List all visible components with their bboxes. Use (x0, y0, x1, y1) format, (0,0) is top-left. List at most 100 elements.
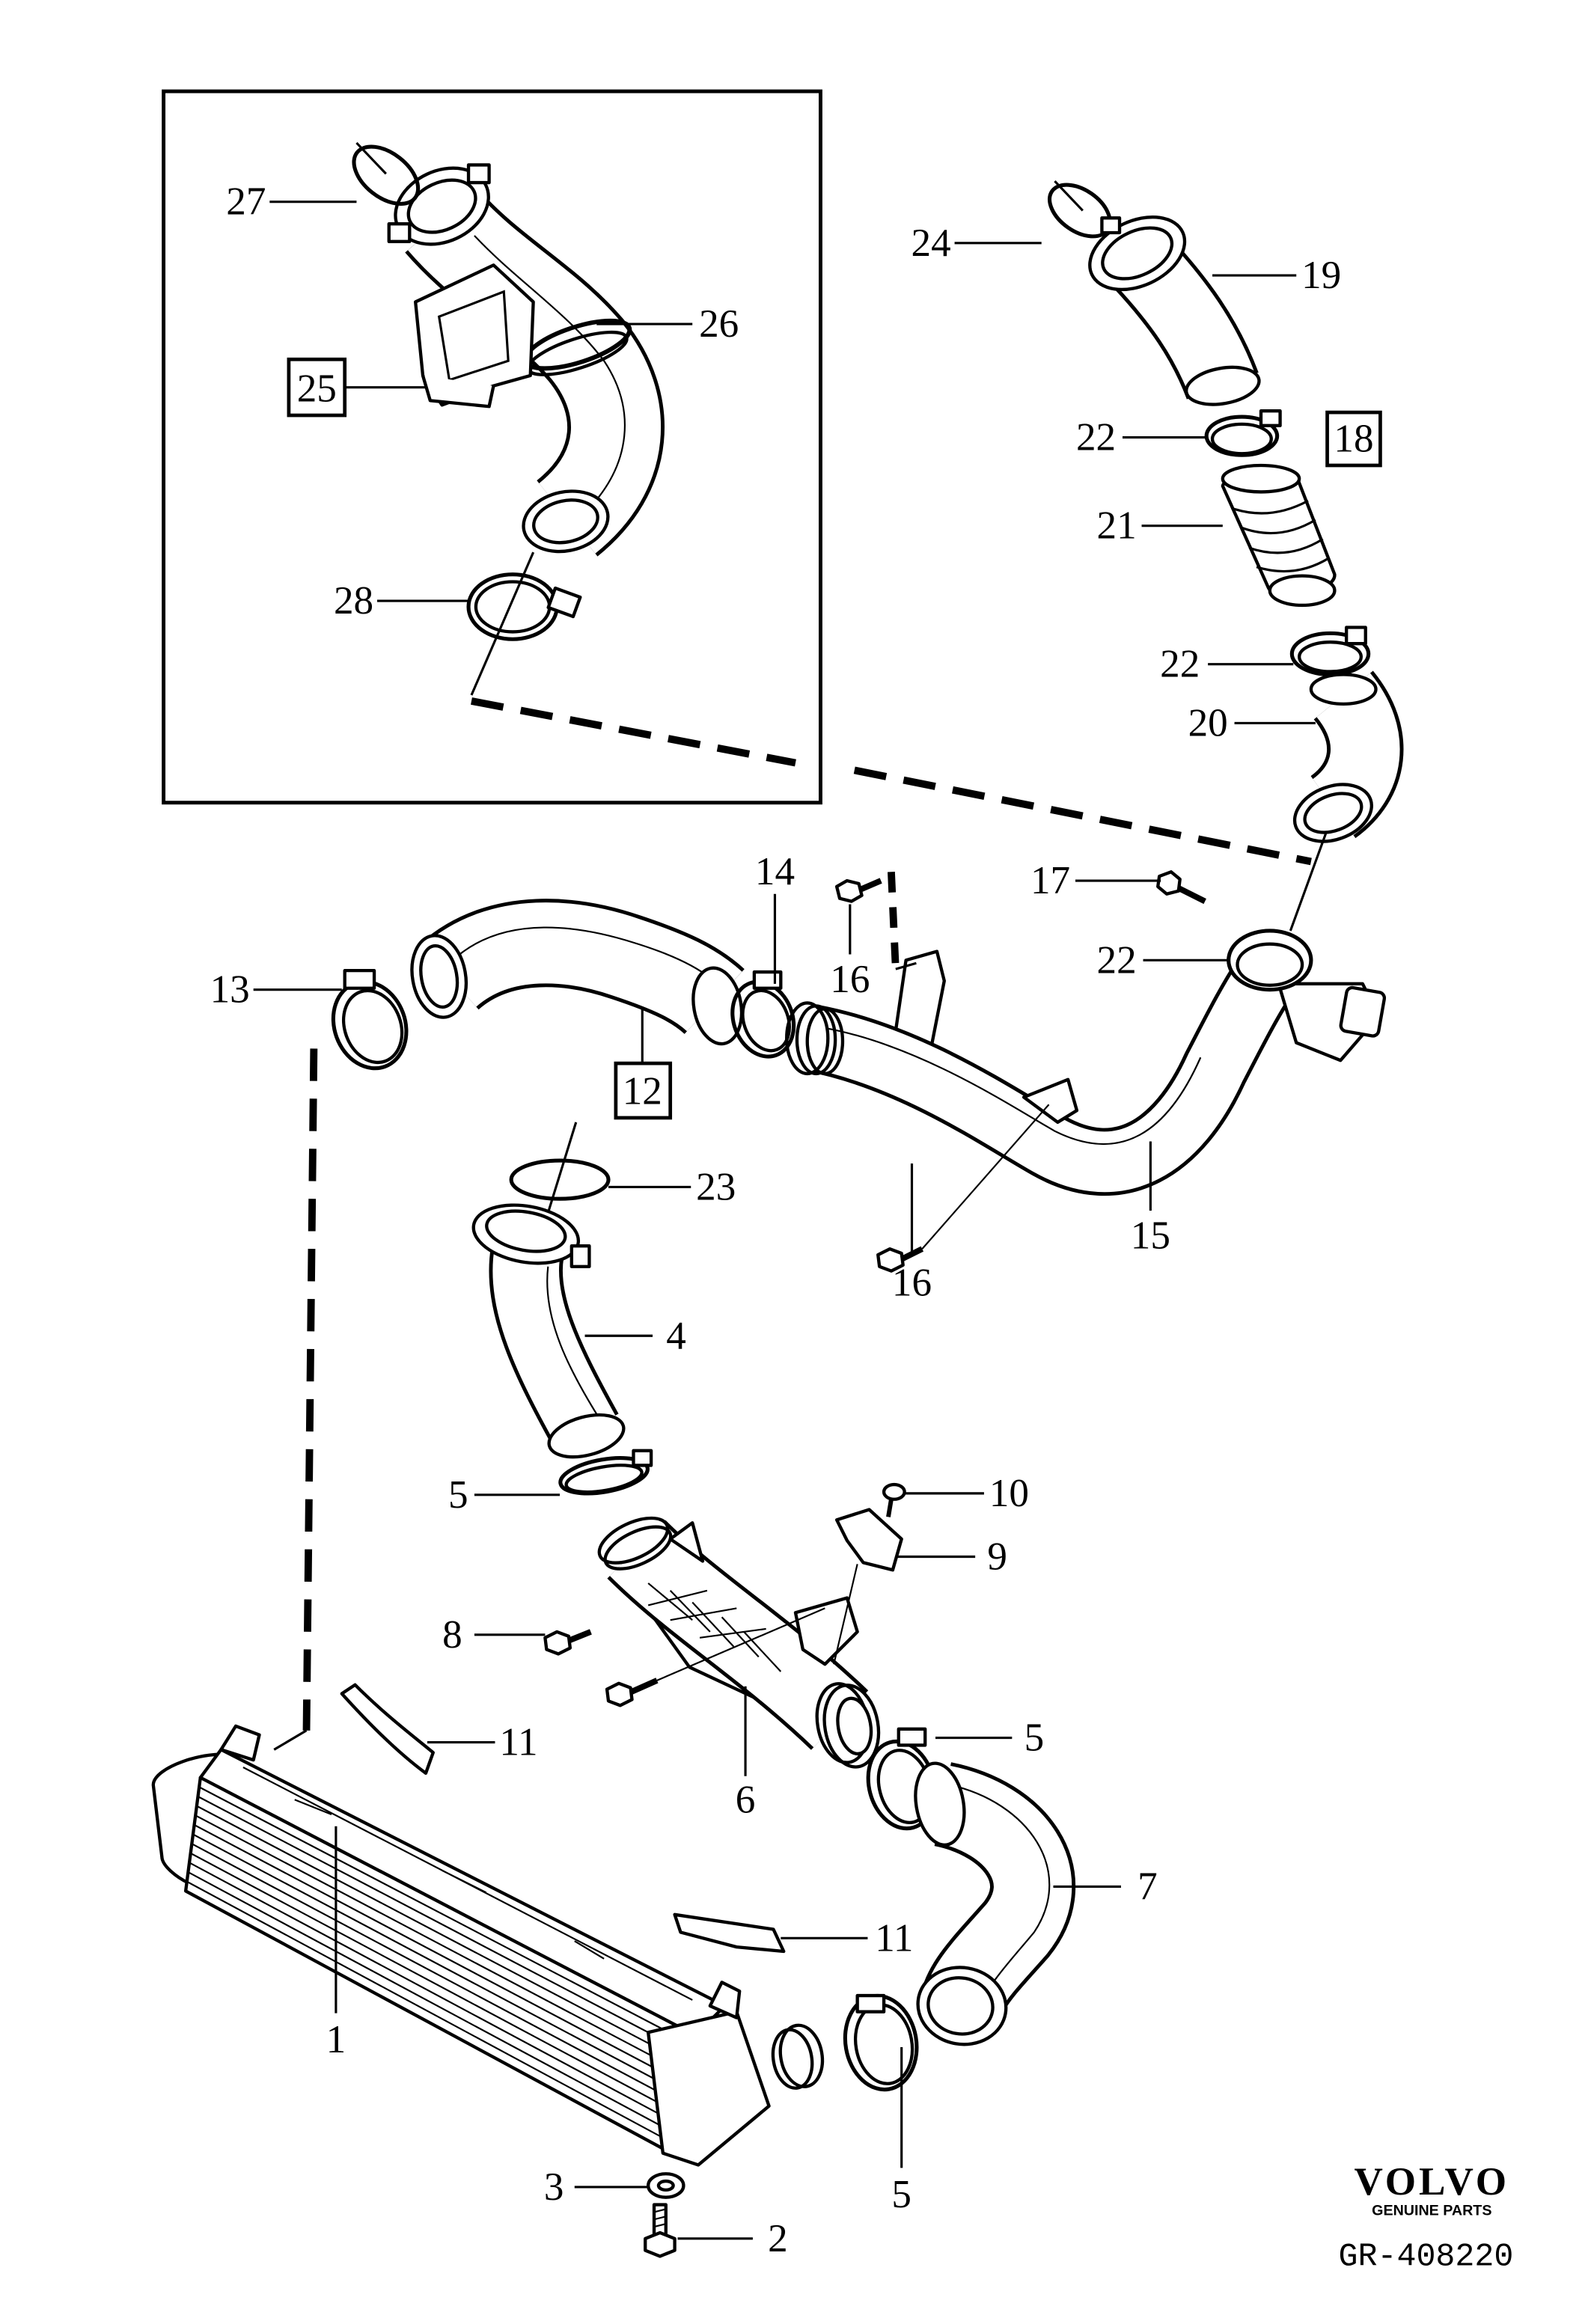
part-25-resonator (414, 263, 535, 409)
part-1-intercooler (151, 1724, 825, 2167)
hose-20-top-end (1309, 673, 1378, 706)
callout-6: 6 (736, 1778, 756, 1821)
callout-28: 28 (334, 579, 373, 623)
part-6-pipe (597, 1516, 881, 1769)
intercooler-fin (192, 1833, 681, 2094)
bolt-8-shank (567, 1629, 592, 1644)
bolt-6-head (605, 1681, 634, 1707)
o-ring-27 (352, 144, 421, 206)
bolt-2-threads (653, 2208, 667, 2228)
bolt-16-upper-shank (859, 878, 882, 893)
pipe-15-sensor (1339, 985, 1387, 1038)
clamp-22-upper-latch (1259, 409, 1282, 428)
connector-thin (1289, 833, 1328, 932)
callout-5-bottom: 5 (891, 2173, 911, 2216)
bellows-ridge (1248, 538, 1324, 554)
part-20-hose (1292, 670, 1404, 843)
part-27-o-ring (352, 141, 421, 206)
clamp-22-middle-latch (1344, 626, 1367, 646)
pipe-15-thread (805, 1007, 845, 1076)
pipe-6-body (609, 1522, 866, 1748)
callout-5-right: 5 (1024, 1716, 1045, 1760)
callout-labels: 27 26 25 28 24 19 22 18 21 22 20 17 14 1… (210, 180, 1374, 2260)
part-23-o-ring (509, 1122, 611, 1223)
connector-thin (273, 1729, 308, 1751)
callout-15: 15 (1131, 1214, 1170, 1257)
o-ring-23 (509, 1158, 611, 1201)
pipe-15-thread (795, 1004, 837, 1076)
part-22-clamp-middle (1289, 626, 1371, 677)
part-7-hose (914, 1761, 1076, 2046)
intercooler-fin (187, 1871, 671, 2132)
part-22-clamp-lower (1227, 929, 1313, 992)
part-5-clamp-right (866, 1727, 937, 1831)
callout-11-upper: 11 (499, 1721, 537, 1764)
clamp-5-right-latch (897, 1727, 927, 1747)
part-6-bolt (605, 1607, 825, 1707)
part-8-bolt (543, 1629, 592, 1656)
part-12-hose (410, 899, 745, 1046)
clamp-5-upper-inner (564, 1464, 644, 1494)
part-13-clamp (331, 968, 409, 1071)
hose-12-left-opening (419, 944, 459, 1009)
pipe-15-shade (825, 1027, 1202, 1146)
intercooler-fin (195, 1814, 686, 2075)
pipe-19-bottom-end (1185, 365, 1261, 406)
callout-16-upper: 16 (830, 958, 870, 1001)
callout-17: 17 (1030, 859, 1070, 902)
intercooler-outlet-thread (771, 2028, 814, 2090)
screw-10-head (882, 1482, 906, 1501)
pipe-26-clip-right (466, 163, 491, 185)
hose-7-top-end (914, 1761, 966, 1847)
bolt-6-guide (656, 1607, 825, 1681)
logo-tagline: GENUINE PARTS (1372, 2202, 1491, 2218)
connector-dashed (853, 766, 1312, 866)
clamp-14-inner (741, 988, 791, 1053)
intercooler-right-tank (647, 2010, 771, 2167)
pipe-6-top-thread (597, 1516, 670, 1565)
hose-12-right-end (691, 966, 744, 1046)
intercooler-bracket-left (219, 1724, 261, 1762)
callout-20: 20 (1188, 701, 1228, 744)
bellows-top-collar (1221, 463, 1301, 494)
callout-18: 18 (1334, 418, 1373, 461)
callout-18-box (1325, 410, 1382, 468)
callout-5-upper: 5 (448, 1473, 468, 1517)
clamp-14-band (730, 979, 796, 1059)
connector-dashed (302, 1048, 318, 1731)
callout-26: 26 (699, 302, 739, 346)
diagram-id: GR-408220 (1339, 2239, 1514, 2275)
bellows-bottom-collar (1268, 574, 1337, 608)
pipe-4-clip (569, 1244, 591, 1268)
logo-brand: VOLVO (1355, 2160, 1510, 2204)
o-ring-27-axis (355, 141, 387, 175)
callout-16-lower: 16 (892, 1261, 932, 1304)
callout-4: 4 (666, 1314, 686, 1357)
part-16-bolt-upper (834, 878, 882, 903)
pipe-26-body (408, 191, 661, 554)
clamp-5-upper-latch (632, 1449, 653, 1467)
bellows-ridge (1239, 519, 1316, 535)
pipe-6-top-thread-ring (603, 1525, 673, 1571)
pipe-26-shade (474, 235, 626, 509)
pipe-4-shade (546, 1266, 602, 1422)
intercooler-fin (189, 1862, 674, 2123)
clamp-5-bottom-latch (855, 1993, 886, 2013)
screw-10-shank (886, 1499, 894, 1517)
callout-7: 7 (1137, 1865, 1158, 1908)
callout-10: 10 (989, 1472, 1029, 1515)
o-ring-24-axis (1054, 180, 1084, 212)
clamp-22-middle-inner (1297, 640, 1363, 673)
pipe-6-top-tab (668, 1521, 705, 1563)
pipe-26-top-opening (406, 178, 477, 234)
bolt-8-head (543, 1630, 572, 1656)
part-11-strip-lower (673, 1912, 786, 1954)
part-17-bolt (1156, 870, 1206, 905)
part-3-washer (647, 2172, 685, 2199)
intercooler-fin (186, 1880, 669, 2141)
bolt-16-lower-head (876, 1247, 905, 1273)
clamp-13-latch (343, 968, 376, 990)
bolt-6-shank (629, 1678, 659, 1695)
sensor-9-body (834, 1508, 903, 1572)
